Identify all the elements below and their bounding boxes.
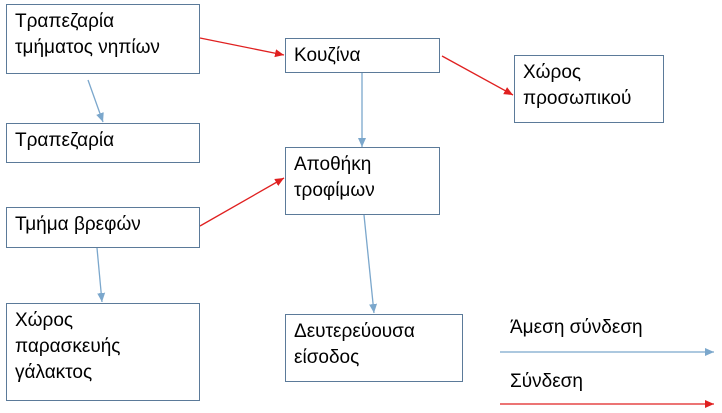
edge-baby-section-to-milk-prep bbox=[96, 247, 106, 303]
node-milk-prep-line3: γάλακτος bbox=[15, 362, 93, 383]
node-secondary-entrance-line2: είσοδος bbox=[294, 347, 360, 368]
node-milk-prep[interactable]: Χώρος παρασκευής γάλακτος bbox=[6, 303, 200, 401]
legend-connection-label: Σύνδεση bbox=[510, 371, 583, 392]
edge-kitchen-to-staff-area bbox=[441, 55, 514, 96]
edge-food-storage-to-secondary-entrance bbox=[363, 214, 378, 314]
node-secondary-entrance[interactable]: Δευτερεύουσα είσοδος bbox=[285, 314, 463, 382]
node-staff-area[interactable]: Χώρος προσωπικού bbox=[514, 55, 664, 123]
node-staff-area-line2: προσωπικού bbox=[523, 88, 632, 109]
node-staff-area-line1: Χώρος bbox=[523, 62, 582, 83]
legend-direct-label: Άμεση σύνδεση bbox=[510, 317, 643, 338]
node-food-storage[interactable]: Αποθήκη τροφίμων bbox=[285, 147, 440, 215]
node-dining-line1: Τραπεζαρία bbox=[15, 130, 115, 151]
node-food-storage-line1: Αποθήκη bbox=[294, 154, 372, 175]
node-baby-section-line1: Τμήμα βρεφών bbox=[15, 214, 141, 235]
node-dining-infants[interactable]: Τραπεζαρία τμήματος νηπίων bbox=[6, 4, 200, 74]
node-milk-prep-line1: Χώρος bbox=[15, 310, 74, 331]
node-baby-section[interactable]: Τμήμα βρεφών bbox=[6, 207, 200, 248]
edge-dining-infants-to-kitchen bbox=[199, 37, 285, 58]
node-kitchen-line1: Κουζίνα bbox=[294, 45, 361, 66]
edge-baby-section-to-food-storage bbox=[199, 177, 285, 227]
node-dining[interactable]: Τραπεζαρία bbox=[6, 123, 200, 163]
node-secondary-entrance-line1: Δευτερεύουσα bbox=[294, 321, 415, 342]
node-dining-infants-line2: τμήματος νηπίων bbox=[15, 37, 160, 58]
node-dining-infants-line1: Τραπεζαρία bbox=[15, 11, 115, 32]
node-milk-prep-line2: παρασκευής bbox=[15, 336, 121, 357]
node-food-storage-line2: τροφίμων bbox=[294, 180, 375, 201]
edge-dining-infants-to-dining bbox=[87, 79, 104, 123]
node-kitchen[interactable]: Κουζίνα bbox=[285, 38, 440, 73]
